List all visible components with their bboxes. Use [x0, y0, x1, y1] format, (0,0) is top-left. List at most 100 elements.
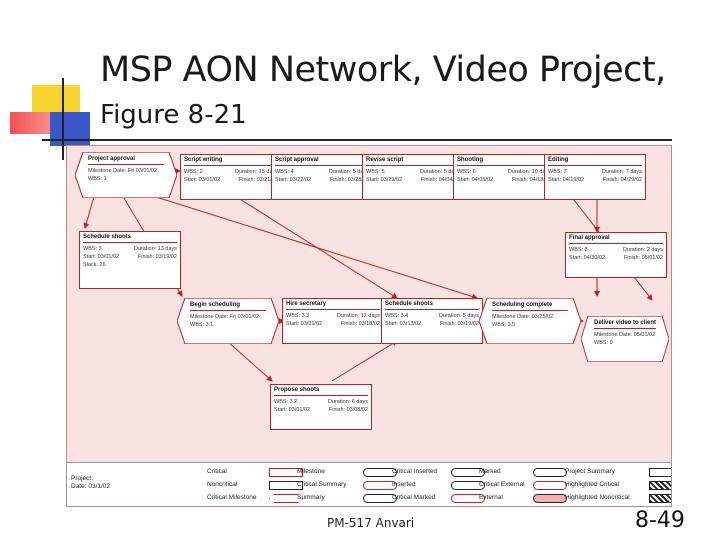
legend-swatch [533, 481, 567, 490]
node-field: WBS: 3.3 [286, 313, 310, 319]
node-project-approval[interactable]: Project approval Milestone Date: Fri 03/… [75, 152, 177, 198]
node-hire-secretary[interactable]: Hire secretary WBS: 3.3 Duration: 12 days… [282, 298, 384, 344]
arrow-begin-propose [226, 340, 273, 382]
node-field: WBS: 3.4 [385, 313, 409, 319]
node-field: Finish: 03/28/02 [329, 177, 369, 183]
legend-project-summary: Project Summary [565, 468, 615, 475]
node-title: Schedule shoots [385, 301, 479, 310]
node-field: Duration: 12 days [336, 313, 380, 319]
node-field: Finish: 03/19/02 [137, 254, 177, 260]
node-title: Shooting [457, 157, 551, 166]
node-field: WBS: 3.1 [190, 322, 214, 328]
node-title: Scheduling complete [492, 302, 568, 311]
arrow-propose-schedule [331, 340, 398, 382]
legend-label: Critical Inserted [392, 468, 438, 475]
legend-noncritical: Noncritical [207, 481, 237, 488]
legend-swatch [451, 494, 485, 503]
node-title: Schedule shoots [83, 234, 177, 243]
legend-swatch [269, 494, 303, 503]
node-scheduling-complete[interactable]: Scheduling complete Milestone Date: 03/2… [479, 298, 581, 344]
node-field: Start: 03/01/02 [286, 321, 323, 327]
legend-label: External [479, 494, 503, 501]
legend-swatch [451, 481, 485, 490]
title-divider [42, 139, 672, 141]
legend-highlighted-noncritical: Highlighted Noncritical [565, 494, 630, 501]
node-field: WBS: 3.5 [492, 322, 516, 328]
node-field: Finish: 04/18/02 [511, 177, 551, 183]
node-field: Finish: 03/19/02 [439, 321, 479, 327]
legend-swatch [363, 468, 397, 477]
node-field: WBS: 2 [184, 169, 203, 175]
node-field: Finish: 04/04/02 [420, 177, 460, 183]
legend-label: Noncritical [207, 481, 238, 488]
node-field: WBS: 1 [88, 176, 107, 182]
node-field: Start: 03/01/02 [274, 407, 311, 413]
legend-critical: Critical [207, 468, 227, 475]
node-title: Script writing [184, 157, 278, 166]
node-title: Hire secretary [286, 301, 380, 310]
legend-swatch [649, 468, 671, 477]
node-field: WBS: 7 [548, 169, 567, 175]
node-field: Milestone Date: 03/25/02 [492, 314, 554, 320]
legend-label: Critical Summary [297, 481, 347, 488]
legend-swatch [269, 481, 303, 490]
node-field: Duration: 5 days [328, 169, 369, 175]
legend-label: Critical External [479, 481, 525, 488]
node-field: Duration: 5 days [419, 169, 460, 175]
legend-critical-summary: Critical Summary [297, 481, 346, 488]
slide-footer: PM-517 Anvari [327, 516, 415, 530]
legend-project-label: Project: [71, 475, 94, 482]
node-field: Finish: 05/01/02 [623, 255, 663, 261]
node-field: Start: 04/05/02 [457, 177, 494, 183]
node-field: Start: 04/19/02 [548, 177, 585, 183]
node-field: Duration: 5 days [438, 313, 479, 319]
legend-label: Critical [207, 468, 227, 475]
node-field: Start: 04/30/02 [569, 255, 606, 261]
decor-vertical-line [62, 78, 64, 160]
node-title: Deliver video to client [594, 320, 656, 329]
legend-critical-inserted: Critical Inserted [392, 468, 437, 475]
node-field: Finish: 04/29/02 [602, 177, 642, 183]
node-schedule-shoots-sub[interactable]: Schedule shoots WBS: 3.4 Duration: 5 days… [381, 298, 483, 344]
legend-label: Project Summary [565, 468, 615, 475]
node-field: Slack: 26 [83, 262, 106, 268]
node-begin-scheduling[interactable]: Begin scheduling Milestone Date: Fri 03/… [177, 298, 279, 344]
legend-swatch [533, 468, 567, 477]
node-field: Milestone Date: Fri 03/01/02 [190, 314, 260, 320]
legend-label: Summary [297, 494, 325, 501]
legend-swatch [269, 468, 303, 477]
legend-label: Inserted [392, 481, 416, 488]
node-field: Start: 03/01/02 [83, 254, 120, 260]
legend-project-info: Project: Date: 03/1/02 [71, 475, 110, 491]
node-field: WBS: 4 [275, 169, 294, 175]
legend-label: Critical Milestone [207, 494, 257, 501]
slide-title: MSP AON Network, Video Project, [100, 50, 666, 90]
node-field: WBS: 3 [83, 246, 102, 252]
node-field: Duration: 6 days [327, 399, 368, 405]
node-field: Start: 03/01/02 [184, 177, 221, 183]
legend-critical-marked: Critical Marked [392, 494, 435, 501]
legend-label: Marked [479, 468, 501, 475]
node-deliver-video[interactable]: Deliver video to client Milestone Date: … [581, 316, 669, 362]
legend-swatch [533, 494, 567, 503]
network-diagram: Project approval Milestone Date: Fri 03/… [66, 145, 672, 507]
legend-date-label: Date: 03/1/02 [71, 483, 111, 490]
legend-critical-milestone: Critical Milestone [207, 494, 257, 501]
legend-summary: Summary [297, 494, 325, 501]
node-field: Milestone Date: Fri 03/01/02 [88, 168, 158, 174]
node-title: Propose shoots [274, 387, 368, 396]
node-field: Duration: 2 days [622, 247, 663, 253]
legend-swatch [649, 494, 671, 503]
legend-critical-external: Critical External [479, 481, 525, 488]
page-number: 8-49 [635, 508, 685, 533]
node-field: Start: 03/22/02 [275, 177, 312, 183]
legend-milestone: Milestone [297, 468, 325, 475]
